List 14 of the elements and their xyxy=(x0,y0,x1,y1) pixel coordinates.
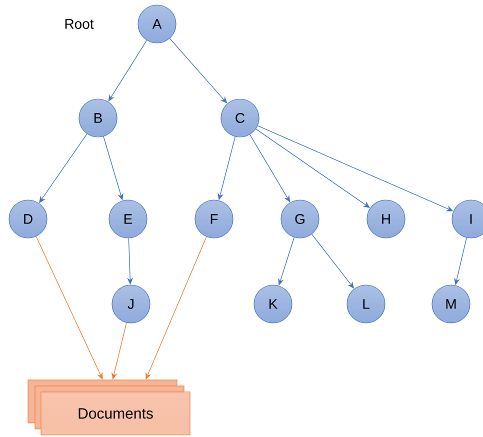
circle-node: J xyxy=(112,284,150,324)
circle-node: B xyxy=(78,98,118,138)
circle-node: F xyxy=(194,200,234,238)
circle-node: G xyxy=(280,200,320,238)
circle-node: K xyxy=(254,284,292,324)
document-stack: Documents xyxy=(28,380,190,436)
circle-node: E xyxy=(108,200,148,238)
circle-node: M xyxy=(432,284,470,324)
circle-node: H xyxy=(366,200,406,238)
circle-node: A xyxy=(138,4,176,44)
circle-node: C xyxy=(220,98,260,138)
circle-node: D xyxy=(8,200,48,238)
root-label: Root xyxy=(65,19,94,29)
circle-node: L xyxy=(346,284,386,324)
